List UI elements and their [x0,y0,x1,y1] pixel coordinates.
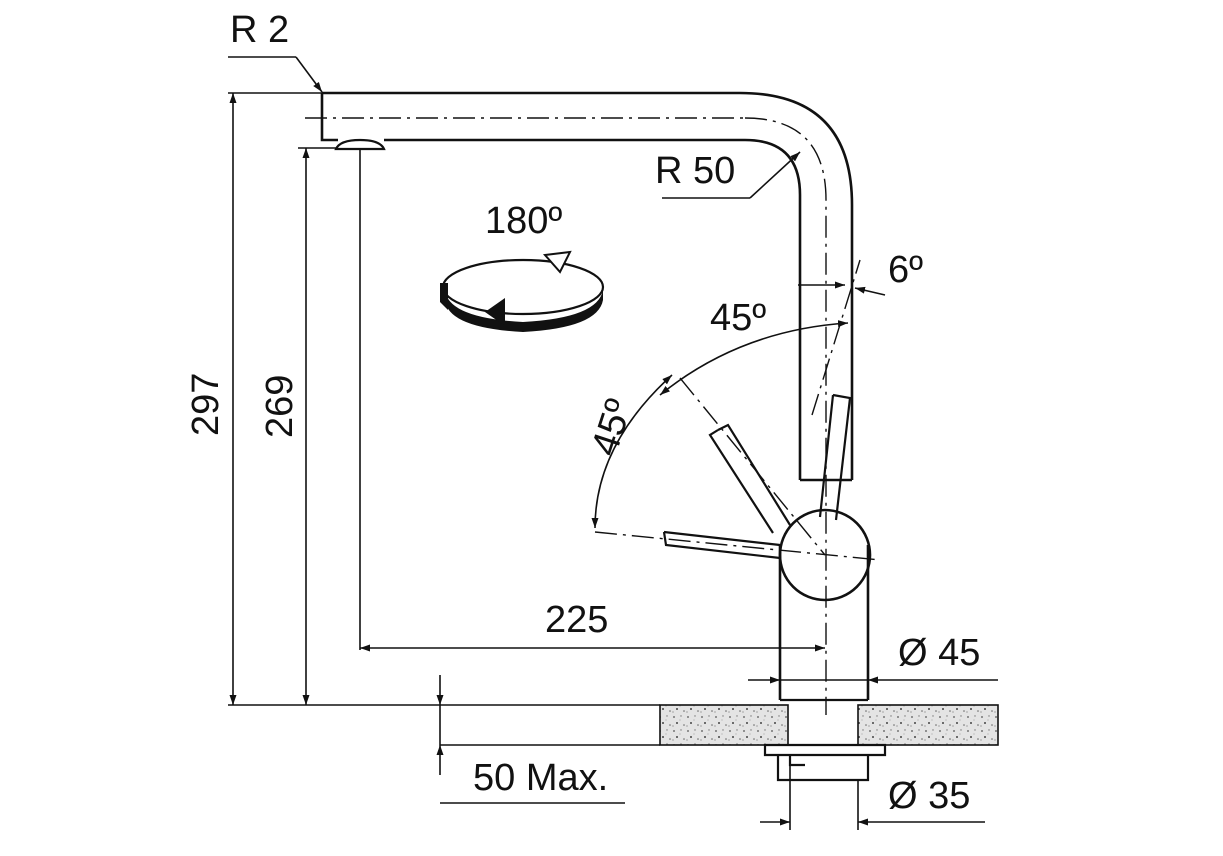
dimensions [228,56,998,830]
lever-hub [778,508,872,602]
lever-positions [662,393,852,560]
label-angle-lower: 45º [584,394,641,460]
label-base-diameter: Ø 45 [898,632,980,674]
label-r2: R 2 [230,9,289,51]
countertop [659,704,999,782]
label-rotation: 180º [485,200,562,242]
label-height-total: 297 [185,373,227,436]
label-angle-upper: 45º [710,297,766,339]
label-thread-diameter: Ø 35 [888,775,970,817]
label-height-outlet: 269 [259,375,301,438]
label-tilt: 6º [888,249,923,291]
spout-outer [322,91,854,480]
rotation-icon [440,250,605,332]
label-r50: R 50 [655,150,735,192]
aerator [334,138,386,151]
label-counter-thickness: 50 Max. [473,757,608,799]
label-reach: 225 [545,599,608,641]
faucet-body [305,91,881,715]
spout-inner [320,93,802,480]
